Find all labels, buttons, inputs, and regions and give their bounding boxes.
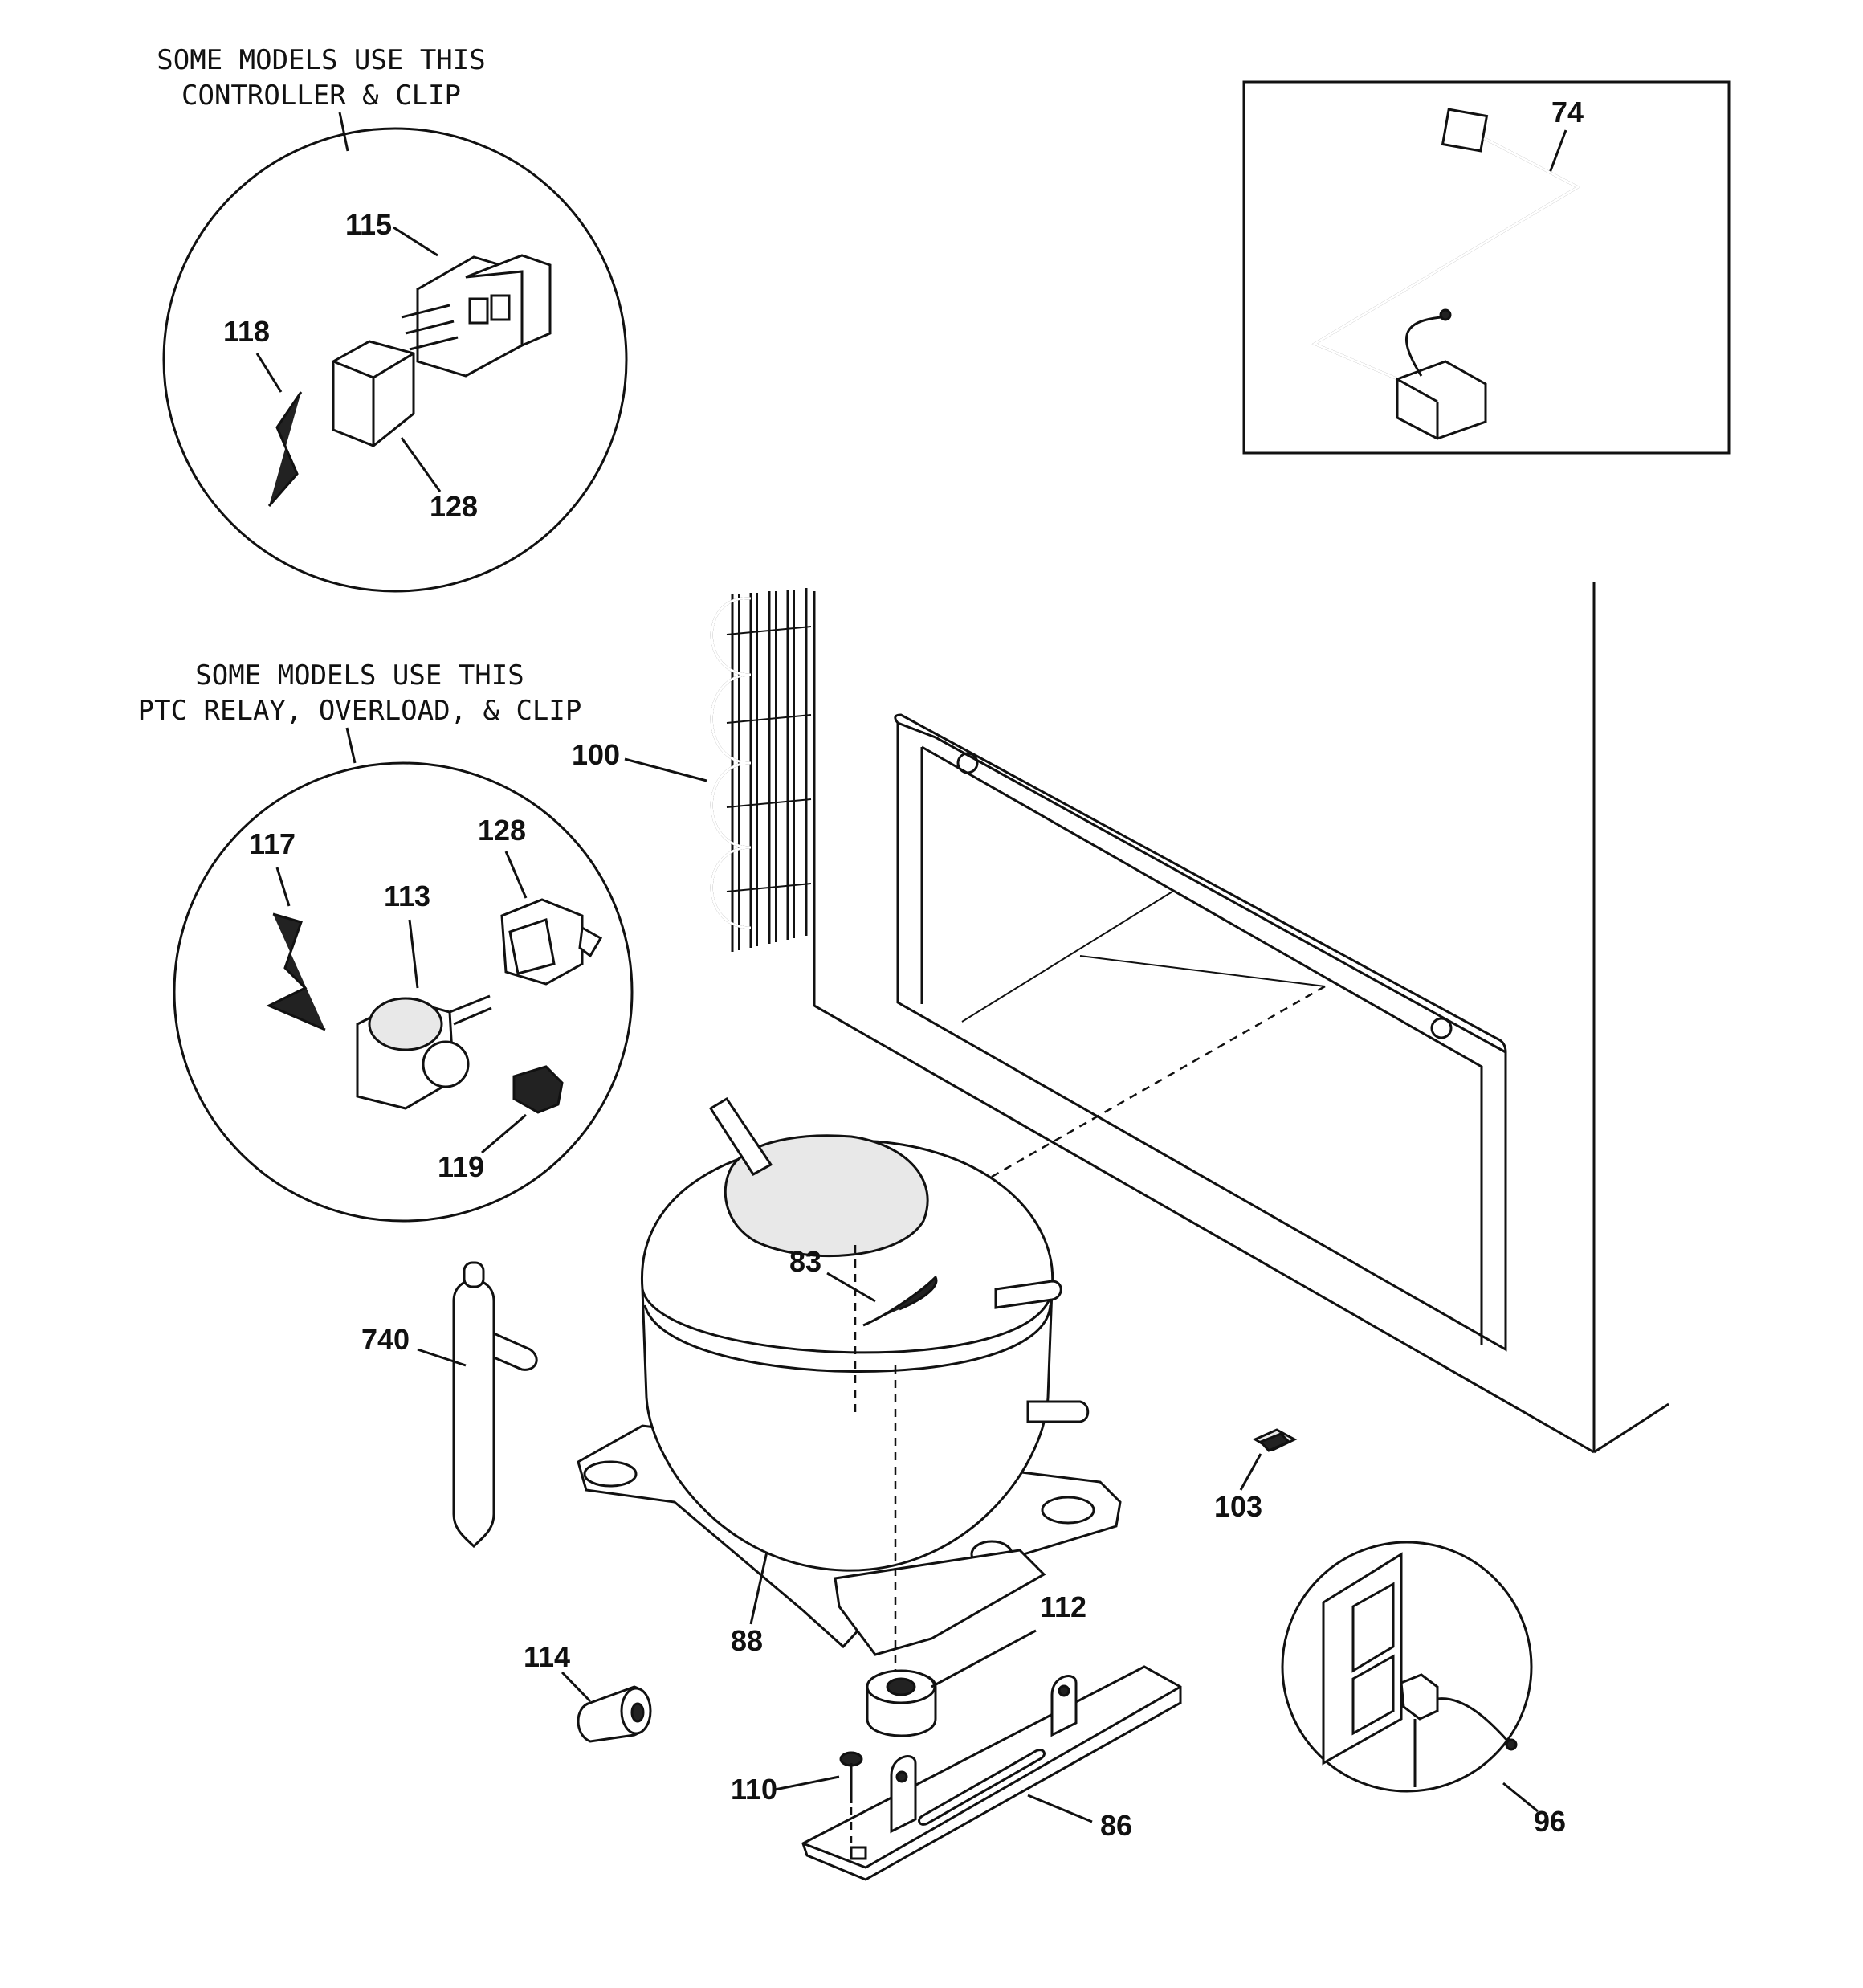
power-cord-inset: 74 xyxy=(1242,80,1731,455)
label-112: 112 xyxy=(1040,1590,1086,1623)
label-119: 119 xyxy=(438,1150,484,1183)
controller-caption-line1: SOME MODELS USE THIS xyxy=(157,44,485,76)
bracket-part: 86 xyxy=(801,1665,1182,1881)
power-cord-box xyxy=(1242,80,1731,455)
cabinet xyxy=(813,582,1669,1454)
condenser-part: 100 xyxy=(572,588,812,952)
controller-inset-circle xyxy=(162,127,628,593)
clip-part xyxy=(267,391,303,507)
clip-103-part: 103 xyxy=(1214,1428,1298,1523)
ptc-caption-line1: SOME MODELS USE THIS xyxy=(195,659,524,692)
label-110: 110 xyxy=(731,1773,777,1806)
overload-part xyxy=(332,340,415,447)
label-118: 118 xyxy=(223,315,270,348)
label-113: 113 xyxy=(384,880,430,912)
label-740: 740 xyxy=(361,1323,410,1356)
label-117: 117 xyxy=(249,827,296,860)
controller-caption-line2: CONTROLLER & CLIP xyxy=(181,80,461,112)
label-103: 103 xyxy=(1214,1490,1262,1523)
drier-part: 740 xyxy=(361,1261,538,1549)
label-128-ptc: 128 xyxy=(478,814,526,847)
outlet-inset: 96 xyxy=(1281,1541,1566,1838)
ptc-clip-119-part xyxy=(512,1065,564,1114)
ptc-inset: SOME MODELS USE THIS PTC RELAY, OVERLOAD… xyxy=(138,659,634,1223)
label-83: 83 xyxy=(789,1245,821,1278)
label-74: 74 xyxy=(1551,96,1584,129)
ptc-overload-part xyxy=(500,898,603,986)
compressor-part: 83 88 xyxy=(577,1096,1122,1719)
grommet-part: 112 xyxy=(866,1590,1086,1737)
label-88: 88 xyxy=(731,1624,763,1657)
ptc-clip-part xyxy=(266,912,326,1031)
label-114: 114 xyxy=(524,1640,570,1673)
sleeve-part: 114 xyxy=(524,1640,652,1743)
label-128-controller: 128 xyxy=(430,490,478,523)
ptc-inset-circle xyxy=(173,761,634,1223)
cord-plug xyxy=(1441,108,1489,153)
controller-part xyxy=(401,254,552,378)
screw-part: 110 xyxy=(731,1751,863,1806)
outlet-inset-circle xyxy=(1281,1541,1533,1793)
ptc-caption-line2: PTC RELAY, OVERLOAD, & CLIP xyxy=(138,695,582,727)
label-100: 100 xyxy=(572,738,620,771)
label-115: 115 xyxy=(345,208,392,241)
ptc-relay-part xyxy=(356,994,492,1110)
cord-connector xyxy=(1396,360,1487,440)
controller-inset: SOME MODELS USE THIS CONTROLLER & CLIP 1… xyxy=(157,44,628,593)
label-96: 96 xyxy=(1534,1805,1566,1838)
label-86: 86 xyxy=(1100,1809,1132,1842)
